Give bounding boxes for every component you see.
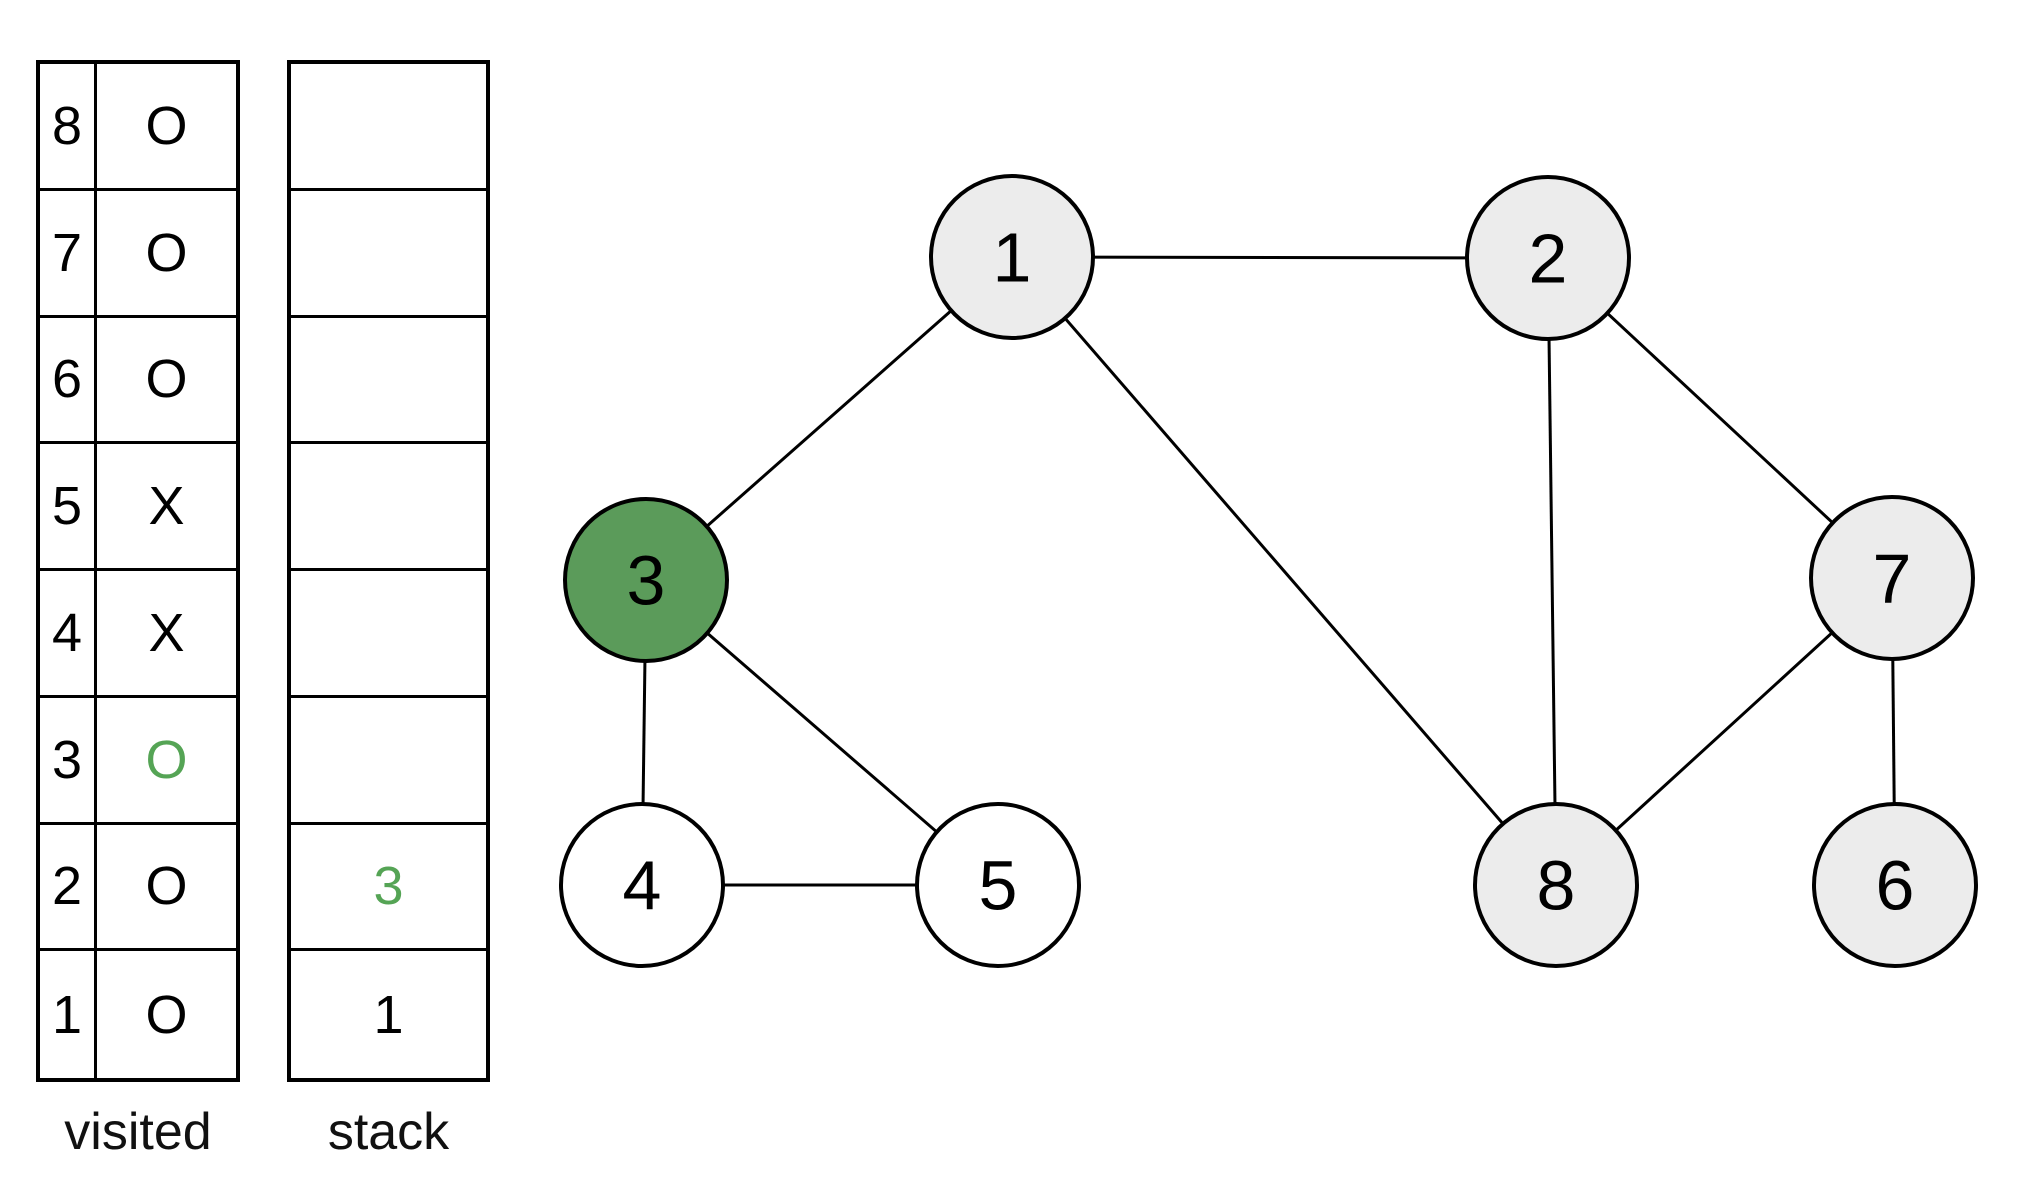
visited-row-value: X xyxy=(148,476,185,537)
visited-row: 5 X xyxy=(40,444,236,571)
node-label: 5 xyxy=(979,847,1018,925)
node-circle xyxy=(1473,802,1639,968)
graph-node-7: 7 xyxy=(1809,495,1975,661)
stack-cell xyxy=(291,571,486,698)
stack-cell: 3 xyxy=(291,825,486,952)
node-circle xyxy=(563,497,729,663)
stack-cell xyxy=(291,64,486,191)
node-label: 4 xyxy=(623,847,662,925)
node-label: 6 xyxy=(1876,847,1915,925)
visited-row-value: O xyxy=(145,984,188,1045)
visited-row-index: 3 xyxy=(40,697,97,822)
visited-row-index: 1 xyxy=(40,951,97,1078)
visited-row: 1 O xyxy=(40,951,236,1078)
visited-row: 2 O xyxy=(40,824,236,952)
visited-row-index: 8 xyxy=(40,64,97,188)
stack-cell xyxy=(291,698,486,825)
graph-node-1: 1 xyxy=(929,174,1095,340)
visited-row-index: 6 xyxy=(40,317,97,442)
graph-node-8: 8 xyxy=(1473,802,1639,968)
node-label: 1 xyxy=(993,219,1032,297)
edge-1-8 xyxy=(1010,256,1558,886)
node-label: 7 xyxy=(1873,540,1912,618)
graph-edges xyxy=(640,255,1897,887)
edge-1-2 xyxy=(1011,255,1549,260)
stack-cell xyxy=(291,191,486,318)
visited-row: 7 O xyxy=(40,190,236,318)
edge-2-8 xyxy=(1546,257,1558,886)
visited-row-value: O xyxy=(145,856,188,917)
graph-node-6: 6 xyxy=(1812,802,1978,968)
node-circle xyxy=(1465,175,1631,341)
visited-row-index: 4 xyxy=(40,571,97,695)
node-circle xyxy=(559,802,725,968)
visited-row: 8 O xyxy=(40,64,236,191)
node-circle xyxy=(929,174,1095,340)
visited-table: 8 O 7 O 6 O 5 X 4 X 3 O 2 O 1 O xyxy=(36,60,240,1082)
node-circle xyxy=(1809,495,1975,661)
visited-row-index: 5 xyxy=(40,444,97,568)
visited-row-index: 2 xyxy=(40,824,97,949)
visited-row-index: 7 xyxy=(40,190,97,315)
visited-row-value: O xyxy=(145,95,188,156)
visited-table-label: visited xyxy=(64,1103,212,1161)
node-label: 3 xyxy=(627,542,666,620)
stack-table-label: stack xyxy=(327,1103,450,1161)
stack-cell xyxy=(291,318,486,445)
graph-node-3: 3 xyxy=(563,497,729,663)
visited-row: 6 O xyxy=(40,317,236,445)
stack-cell xyxy=(291,444,486,571)
node-circle xyxy=(915,802,1081,968)
visited-row-value: O xyxy=(145,729,188,790)
node-label: 2 xyxy=(1529,220,1568,298)
visited-row-value: O xyxy=(145,349,188,410)
visited-row-value: X xyxy=(148,602,185,663)
visited-row-value: O xyxy=(145,222,188,283)
stack-cell: 1 xyxy=(373,984,404,1045)
stack-table: 3 1 xyxy=(287,60,490,1082)
visited-row: 3 O xyxy=(40,697,236,825)
graph-node-2: 2 xyxy=(1465,175,1631,341)
graph-node-4: 4 xyxy=(559,802,725,968)
node-circle xyxy=(1812,802,1978,968)
graph-node-5: 5 xyxy=(915,802,1081,968)
node-label: 8 xyxy=(1537,847,1576,925)
visited-row: 4 X xyxy=(40,571,236,698)
